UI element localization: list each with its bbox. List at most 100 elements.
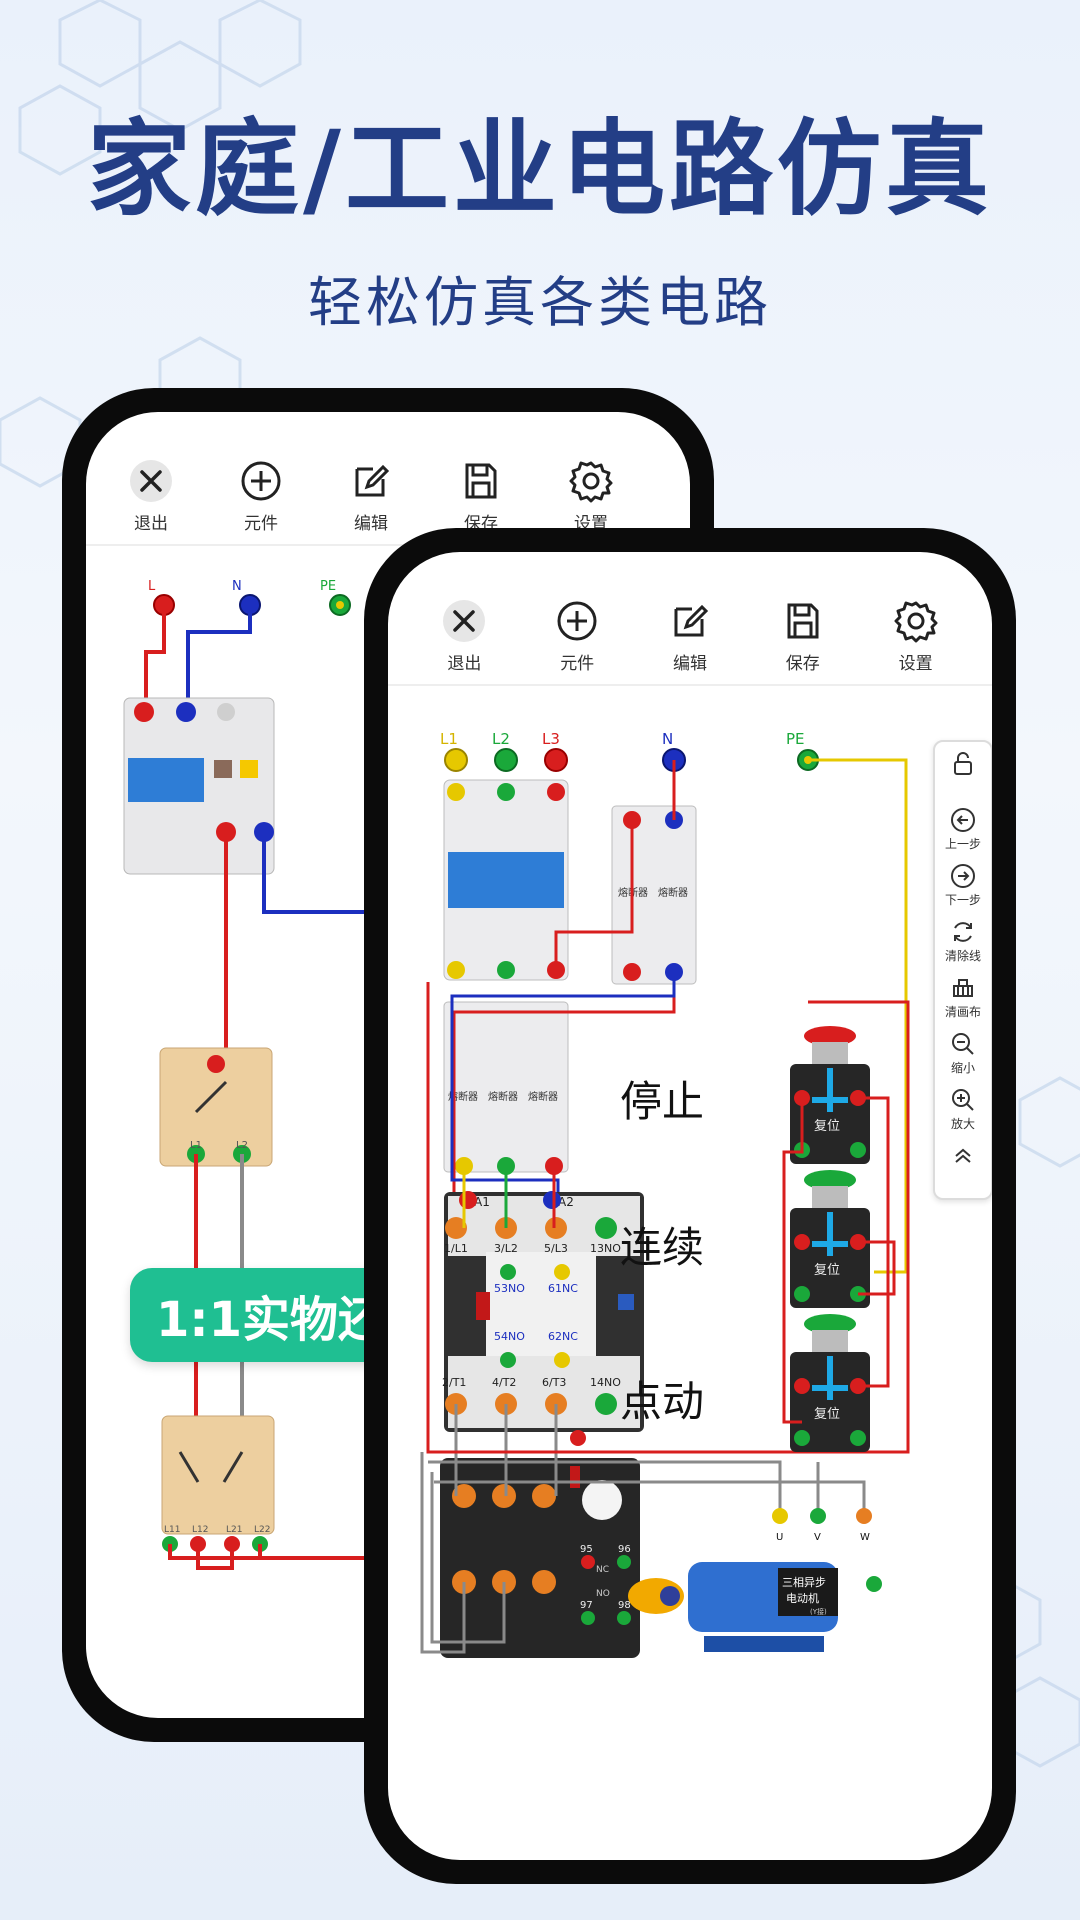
jog-button-body[interactable] — [790, 1352, 870, 1452]
aux-53no-terminal[interactable] — [500, 1264, 516, 1280]
relay-97-terminal[interactable] — [581, 1611, 595, 1625]
back-edit-button[interactable]: 编辑 — [316, 457, 426, 544]
collapse-panel-button[interactable] — [949, 1142, 977, 1198]
continuous-23-terminal[interactable] — [794, 1286, 810, 1302]
relay-96-terminal[interactable] — [617, 1555, 631, 1569]
jog-23-terminal[interactable] — [794, 1430, 810, 1446]
continuous-11-terminal[interactable] — [794, 1234, 810, 1250]
front-edit-button[interactable]: 编辑 — [635, 597, 745, 684]
contactor-l1-terminal[interactable] — [445, 1217, 467, 1239]
main-breaker-handle[interactable] — [448, 852, 564, 908]
zoom-in-label: 放大 — [950, 1117, 975, 1131]
front-add-component-button[interactable]: 元件 — [522, 597, 632, 684]
breaker-out-l2[interactable] — [497, 961, 515, 979]
relay-in-3[interactable] — [532, 1484, 556, 1508]
contactor-a1-terminal[interactable] — [459, 1191, 477, 1209]
front-save-button[interactable]: 保存 — [748, 597, 858, 684]
contactor-test-button[interactable] — [618, 1294, 634, 1310]
button-wiring[interactable] — [782, 1096, 896, 1424]
unlock-button[interactable] — [949, 750, 977, 806]
relay-dial[interactable] — [582, 1480, 622, 1520]
continuous-button-body[interactable] — [790, 1208, 870, 1308]
motor-v-terminal[interactable] — [810, 1508, 826, 1524]
back-exit-button[interactable]: 退出 — [96, 457, 206, 544]
back-switch1-lever — [194, 1080, 228, 1114]
undo-button[interactable]: 上一步 — [945, 806, 981, 862]
aux-61nc-terminal[interactable] — [554, 1264, 570, 1280]
contactor-13no-terminal[interactable] — [595, 1217, 617, 1239]
supply-l2-terminal[interactable] — [494, 748, 518, 772]
relay-in-2[interactable] — [492, 1484, 516, 1508]
edit-icon — [355, 464, 390, 497]
supply-l3-terminal[interactable] — [544, 748, 568, 772]
front-settings-button[interactable]: 设置 — [861, 597, 971, 684]
stop-label: 停止 — [620, 1077, 704, 1126]
control-fuse-out-1[interactable] — [623, 963, 641, 981]
control-blue-wire[interactable] — [450, 972, 676, 1202]
stop-24-terminal[interactable] — [850, 1142, 866, 1158]
zoom-out-button[interactable]: 缩小 — [949, 1030, 977, 1086]
back-switch2-l12-label: L12 — [192, 1525, 208, 1535]
breaker-in-l3[interactable] — [547, 783, 565, 801]
motor-pe-terminal[interactable] — [866, 1576, 882, 1592]
aux-62nc-terminal[interactable] — [554, 1352, 570, 1368]
contactor-a2-bottom-terminal[interactable] — [570, 1430, 586, 1446]
contactor-l3-label: 5/L3 — [544, 1242, 568, 1255]
contactor-a2-terminal[interactable] — [543, 1191, 561, 1209]
motor-u-terminal[interactable] — [772, 1508, 788, 1524]
breaker-in-l2[interactable] — [497, 783, 515, 801]
back-switch1-l-terminal[interactable] — [207, 1055, 225, 1073]
relay-95-label: 95 — [580, 1544, 593, 1555]
contactor-indicator — [476, 1292, 490, 1320]
stop-button-group[interactable]: 复位 — [790, 1026, 870, 1164]
control-loop-wire[interactable] — [426, 982, 910, 1454]
front-circuit-canvas[interactable]: L1 L2 L3 N PE 熔断器 熔断器 — [388, 552, 992, 1860]
clear-canvas-button[interactable]: 清画布 — [945, 974, 981, 1030]
aux-54no-terminal[interactable] — [500, 1352, 516, 1368]
stop-button-body[interactable] — [790, 1064, 870, 1164]
jog-button-group[interactable]: 复位 — [790, 1314, 870, 1452]
back-switch2-l22-label: L22 — [254, 1525, 270, 1535]
back-add-component-button[interactable]: 元件 — [206, 457, 316, 544]
continuous-button-group[interactable]: 复位 — [790, 1170, 870, 1308]
back-wire-n[interactable] — [186, 605, 252, 708]
relay-in-1[interactable] — [452, 1484, 476, 1508]
supply-l1-terminal[interactable] — [444, 748, 468, 772]
motor-u-label: U — [776, 1532, 783, 1543]
jog-24-terminal[interactable] — [850, 1430, 866, 1446]
back-wire-l[interactable] — [144, 605, 166, 708]
zoom-out-icon — [952, 1033, 974, 1055]
three-phase-motor[interactable]: 三相异步 电动机 (Y接) U V W — [628, 1508, 882, 1652]
breaker-in-l1[interactable] — [447, 783, 465, 801]
redo-button[interactable]: 下一步 — [945, 862, 981, 918]
back-wall-switch-1[interactable] — [159, 1047, 273, 1167]
continuous-button-cap[interactable] — [804, 1170, 856, 1190]
relay-out-3[interactable] — [532, 1570, 556, 1594]
motor-rating: (Y接) — [810, 1607, 827, 1616]
relay-98-terminal[interactable] — [617, 1611, 631, 1625]
back-breaker-test-button[interactable] — [214, 760, 232, 778]
front-exit-button[interactable]: 退出 — [409, 597, 519, 684]
pe-wire[interactable] — [808, 758, 908, 1274]
contactor-l3-terminal[interactable] — [545, 1217, 567, 1239]
clear-wires-button[interactable]: 清除线 — [945, 918, 981, 974]
stop-button-cap[interactable] — [804, 1026, 856, 1046]
main-fuses[interactable] — [443, 1001, 569, 1173]
front-exit-label: 退出 — [447, 654, 482, 674]
relay-95-terminal[interactable] — [581, 1555, 595, 1569]
jog-button-cap[interactable] — [804, 1314, 856, 1334]
jog-11-terminal[interactable] — [794, 1378, 810, 1394]
wires-relay-to-motor[interactable] — [420, 1452, 866, 1654]
stop-button-contact — [812, 1068, 848, 1112]
back-wall-switch-2[interactable] — [161, 1415, 275, 1535]
breaker-out-l1[interactable] — [447, 961, 465, 979]
motor-shaft — [660, 1586, 680, 1606]
zoom-out-label: 缩小 — [950, 1061, 975, 1075]
back-breaker-in-n[interactable] — [176, 702, 196, 722]
back-breaker-switch[interactable] — [128, 758, 204, 802]
clear-wires-label: 清除线 — [944, 949, 981, 963]
zoom-in-button[interactable]: 放大 — [949, 1086, 977, 1142]
contactor-14no-terminal[interactable] — [595, 1393, 617, 1415]
back-breaker-in-l[interactable] — [134, 702, 154, 722]
motor-w-terminal[interactable] — [856, 1508, 872, 1524]
